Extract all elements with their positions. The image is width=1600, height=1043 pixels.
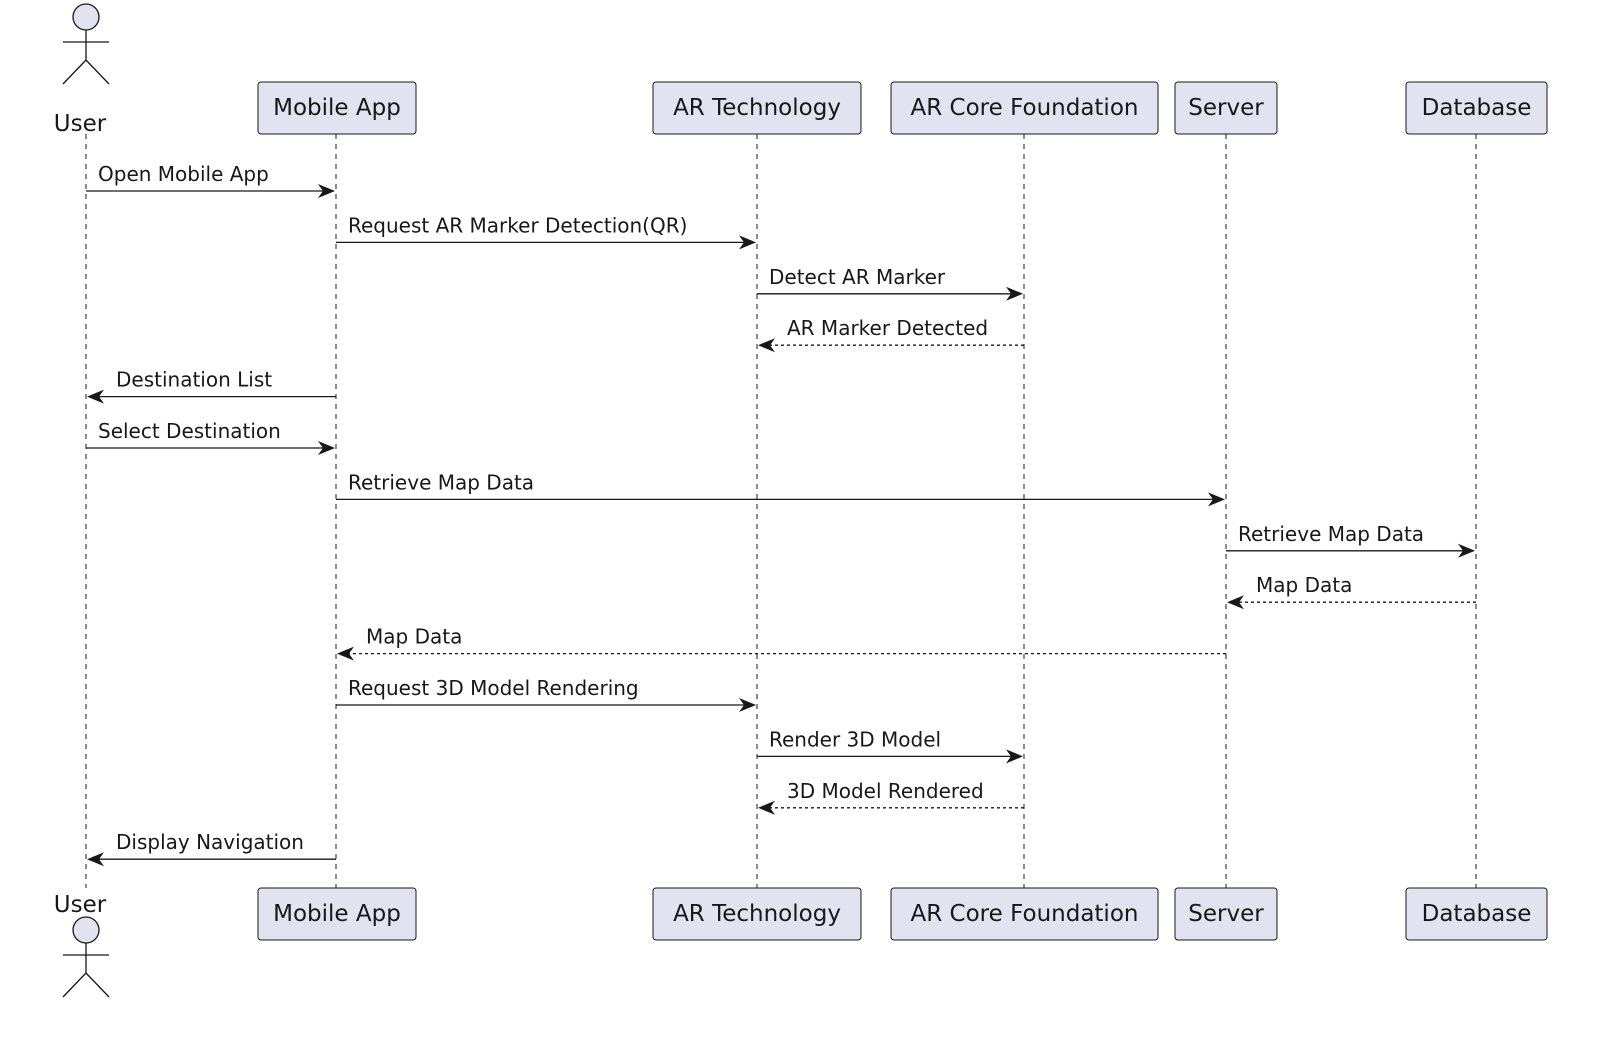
message-label: Request 3D Model Rendering (348, 676, 639, 700)
arrowhead-icon (87, 852, 104, 867)
message-11: Request 3D Model Rendering (336, 676, 756, 712)
actor-head-icon (72, 916, 100, 944)
actor-label-user: User (54, 892, 107, 918)
arrowhead-icon (1227, 595, 1244, 610)
message-3: Detect AR Marker (757, 265, 1023, 301)
message-label: 3D Model Rendered (787, 779, 984, 803)
participant-label-server: Server (1188, 901, 1264, 927)
participant-arcore-bottom: AR Core Foundation (890, 887, 1159, 941)
message-10: Map Data (337, 625, 1226, 661)
participant-label-arcore: AR Core Foundation (911, 901, 1139, 927)
message-label: Map Data (1256, 573, 1352, 597)
participant-server-top: Server (1174, 81, 1278, 135)
message-label: Display Navigation (116, 830, 304, 854)
arrowhead-icon (1006, 749, 1023, 764)
actor-head-icon (72, 3, 100, 31)
message-14: Display Navigation (87, 830, 336, 867)
message-4: AR Marker Detected (758, 316, 1024, 353)
message-6: Select Destination (86, 419, 335, 455)
participant-label-mobile: Mobile App (273, 901, 401, 927)
message-label: Map Data (366, 625, 462, 649)
participant-box-rect (652, 887, 862, 941)
arrowhead-icon (1458, 543, 1475, 558)
participant-arcore-top: AR Core Foundation (890, 81, 1159, 135)
participant-mobile-top: Mobile App (257, 81, 417, 135)
message-label: AR Marker Detected (787, 316, 988, 340)
message-7: Retrieve Map Data (336, 470, 1225, 507)
arrowhead-icon (318, 184, 335, 198)
actor-label-user: User (54, 111, 107, 137)
message-8: Retrieve Map Data (1226, 522, 1475, 558)
actor-body-icon (62, 30, 110, 85)
actor-user-top: User (54, 3, 110, 137)
arrowhead-icon (318, 441, 335, 455)
arrowhead-icon (337, 646, 354, 661)
participant-box-rect (1174, 81, 1278, 135)
participant-db-top: Database (1405, 81, 1548, 135)
arrowhead-icon (758, 338, 775, 353)
participant-label-arcore: AR Core Foundation (911, 95, 1139, 121)
participant-ar-top: AR Technology (652, 81, 862, 135)
arrowhead-icon (758, 800, 775, 815)
participant-box-rect (1405, 887, 1548, 941)
participant-label-mobile: Mobile App (273, 95, 401, 121)
message-13: 3D Model Rendered (758, 779, 1024, 815)
message-label: Open Mobile App (98, 162, 269, 186)
arrowhead-icon (739, 698, 756, 712)
participant-label-server: Server (1188, 95, 1264, 121)
participant-box-rect (1405, 81, 1548, 135)
participant-box-rect (890, 81, 1159, 135)
arrowhead-icon (1208, 492, 1225, 507)
participant-label-ar: AR Technology (673, 95, 841, 121)
message-9: Map Data (1227, 573, 1476, 610)
message-1: Open Mobile App (86, 162, 335, 198)
message-label: Retrieve Map Data (1238, 522, 1424, 546)
message-2: Request AR Marker Detection(QR) (336, 213, 756, 250)
participant-db-bottom: Database (1405, 887, 1548, 941)
actor-user-bottom: User (54, 892, 110, 998)
arrowhead-icon (87, 389, 104, 404)
participant-label-db: Database (1422, 95, 1532, 121)
participant-server-bottom: Server (1174, 887, 1278, 941)
participant-box-rect (1174, 887, 1278, 941)
actor-body-icon (62, 943, 110, 998)
arrowhead-icon (739, 235, 756, 250)
message-label: Render 3D Model (769, 727, 941, 751)
message-5: Destination List (87, 368, 336, 404)
participant-mobile-bottom: Mobile App (257, 887, 417, 941)
participant-box-rect (257, 81, 417, 135)
participant-ar-bottom: AR Technology (652, 887, 862, 941)
message-12: Render 3D Model (757, 727, 1023, 764)
participant-label-ar: AR Technology (673, 901, 841, 927)
participant-label-db: Database (1422, 901, 1532, 927)
message-label: Destination List (116, 368, 272, 392)
message-label: Detect AR Marker (769, 265, 946, 289)
message-label: Select Destination (98, 419, 281, 443)
participant-box-rect (890, 887, 1159, 941)
participant-box-rect (652, 81, 862, 135)
participant-box-rect (257, 887, 417, 941)
message-label: Request AR Marker Detection(QR) (348, 213, 687, 237)
message-label: Retrieve Map Data (348, 470, 534, 494)
arrowhead-icon (1006, 286, 1023, 301)
